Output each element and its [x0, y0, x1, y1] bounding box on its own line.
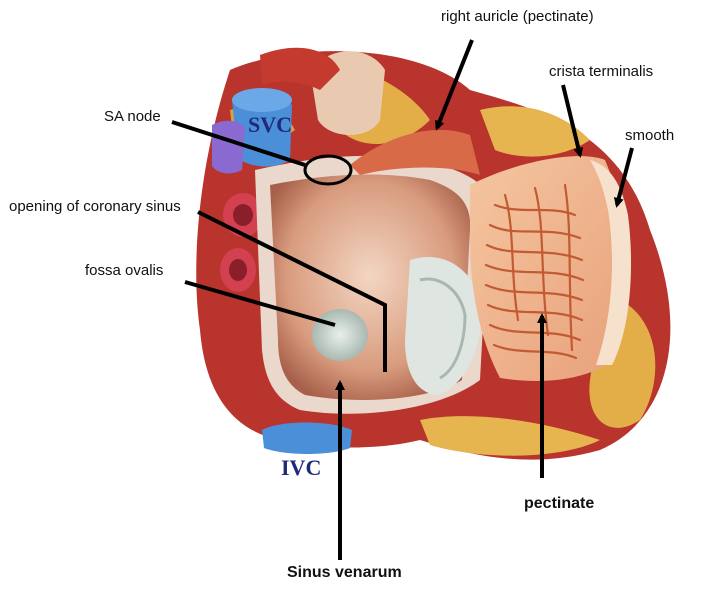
smooth-arrow [613, 147, 634, 208]
svc-label: SVC [248, 112, 293, 137]
fossa-ovalis-label: fossa ovalis [85, 262, 164, 279]
right-auricle-label: right auricle (pectinate) [441, 8, 594, 25]
coronary-sinus-leader [197, 210, 387, 372]
pectinate-label: pectinate [524, 495, 595, 512]
auricle-cut-edge [350, 129, 480, 175]
coronary-sinus-label: opening of coronary sinus [9, 198, 181, 215]
fossa-ovalis-leader [184, 280, 336, 327]
sinus-venarum-label: Sinus venarum [287, 564, 402, 581]
sa-node-leader [171, 120, 306, 167]
pulmonary-veins [220, 193, 263, 292]
ivc-vessel [262, 422, 352, 454]
tricuspid-region [405, 256, 481, 395]
crista-terminalis-label: crista terminalis [549, 63, 654, 80]
fossa-ovalis-shape [312, 309, 368, 361]
leader-lines [171, 39, 634, 560]
auricle-flap [470, 156, 632, 381]
ivc-label: IVC [281, 455, 322, 480]
smooth-label: smooth [625, 127, 675, 144]
right-auricle-arrow [434, 39, 474, 131]
crista-terminalis-arrow [561, 84, 584, 158]
aorta [260, 47, 385, 135]
sa-node-label: SA node [104, 108, 161, 125]
sa-node-marker [303, 154, 353, 186]
